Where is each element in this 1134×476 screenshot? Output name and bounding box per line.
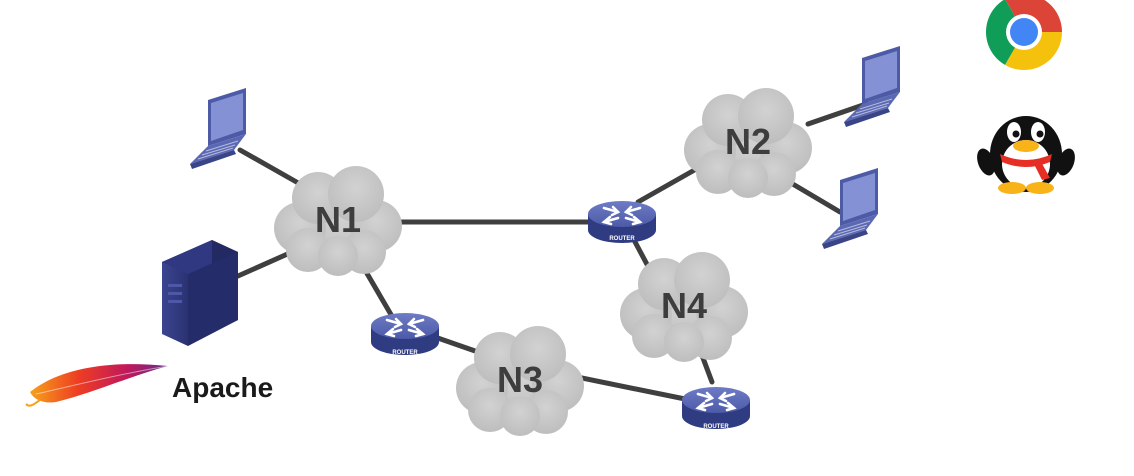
router-r2: ROUTER (369, 311, 441, 357)
link-r1-n2 (635, 165, 701, 205)
apache-label: Apache (172, 372, 273, 403)
router-r3: ROUTER (680, 385, 752, 431)
cloud-n4: N4 (620, 252, 748, 362)
qq-penguin-icon (977, 116, 1075, 194)
server-icon (162, 240, 238, 346)
cloud-n2: N2 (684, 88, 812, 198)
laptop-icon (843, 45, 901, 128)
router-label-r1: ROUTER (609, 236, 635, 242)
cloud-label-n1: N1 (315, 199, 361, 240)
link-n2-laptop2 (805, 101, 869, 127)
laptop-icon (189, 87, 247, 170)
link-server-n1 (235, 249, 295, 279)
router-r1: ROUTER (586, 199, 658, 245)
router-label-r2: ROUTER (392, 350, 418, 356)
apache-feather-icon (25, 364, 169, 407)
link-r2-n3 (429, 333, 481, 355)
cloud-n1: N1 (274, 166, 402, 276)
cloud-label-n2: N2 (725, 121, 771, 162)
chrome-icon (986, 0, 1062, 70)
link-n2-laptop3 (783, 177, 843, 215)
link-laptop1-n1 (237, 147, 303, 187)
cloud-label-n4: N4 (661, 285, 707, 326)
router-label-r3: ROUTER (703, 424, 729, 430)
cloud-n3: N3 (456, 326, 584, 436)
router-icon (369, 311, 441, 357)
link-n3-r3 (569, 373, 693, 403)
cloud-label-n3: N3 (497, 359, 543, 400)
router-icon (680, 385, 752, 431)
